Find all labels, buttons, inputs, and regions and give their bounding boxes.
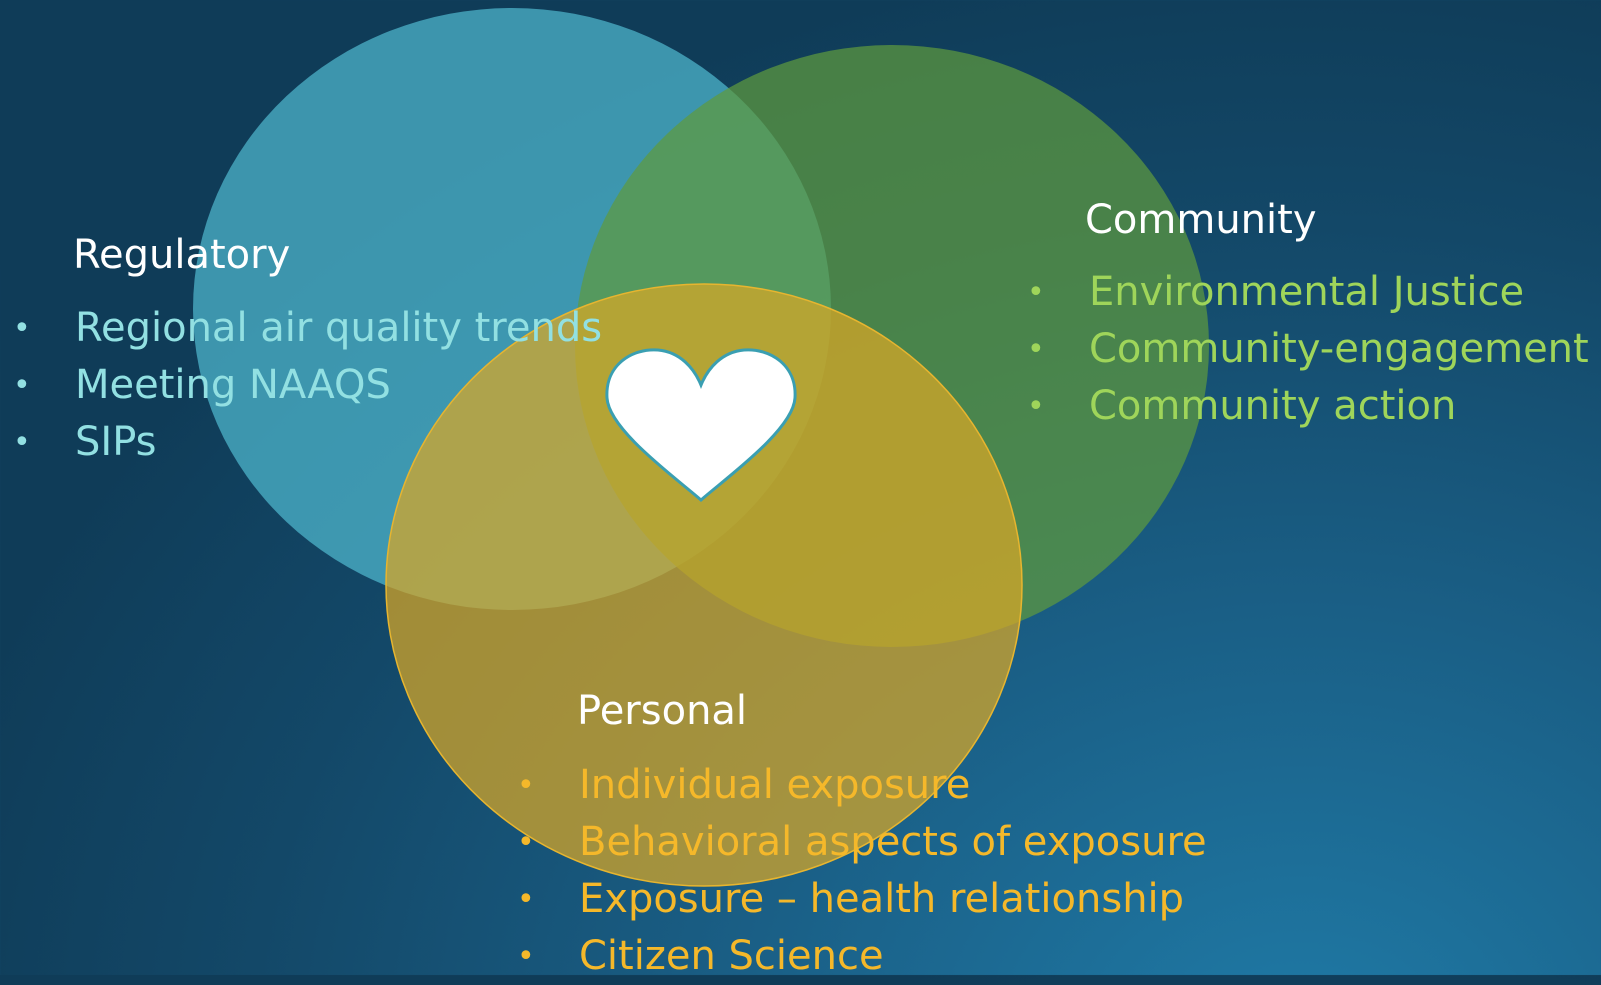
heart-icon (605, 348, 797, 502)
bullet-icon: • (1027, 332, 1045, 367)
list-item: •Meeting NAAQS (13, 357, 602, 414)
list-item: •Community action (1027, 378, 1589, 435)
list-item: •SIPs (13, 414, 602, 471)
community-title: Community (1085, 197, 1317, 243)
list-item: •Community-engagement (1027, 321, 1589, 378)
list-item: •Citizen Science (517, 928, 1207, 985)
regulatory-list: •Regional air quality trends •Meeting NA… (13, 300, 602, 471)
bullet-icon: • (517, 825, 535, 860)
personal-title: Personal (577, 688, 748, 734)
circle-personal (385, 283, 1023, 887)
bullet-icon: • (517, 939, 535, 974)
list-item: •Environmental Justice (1027, 264, 1589, 321)
list-item: •Behavioral aspects of exposure (517, 814, 1207, 871)
bullet-icon: • (13, 425, 31, 460)
list-item: •Regional air quality trends (13, 300, 602, 357)
community-list: •Environmental Justice •Community-engage… (1027, 264, 1589, 435)
bullet-icon: • (13, 311, 31, 346)
regulatory-title: Regulatory (73, 232, 291, 278)
list-item: •Exposure – health relationship (517, 871, 1207, 928)
bullet-icon: • (517, 882, 535, 917)
bullet-icon: • (1027, 389, 1045, 424)
bullet-icon: • (13, 368, 31, 403)
personal-list: •Individual exposure •Behavioral aspects… (517, 757, 1207, 985)
bullet-icon: • (517, 768, 535, 803)
bullet-icon: • (1027, 275, 1045, 310)
list-item: •Individual exposure (517, 757, 1207, 814)
